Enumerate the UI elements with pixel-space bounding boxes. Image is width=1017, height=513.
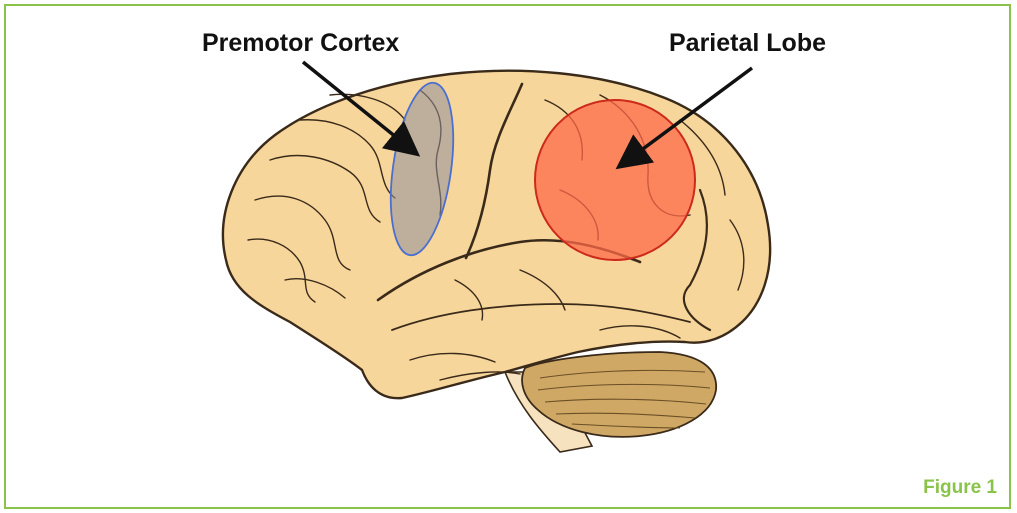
parietal-lobe-highlight [535, 100, 695, 260]
parietal-lobe-label: Parietal Lobe [669, 29, 826, 58]
figure-caption: Figure 1 [923, 477, 997, 499]
premotor-cortex-label: Premotor Cortex [202, 29, 399, 58]
